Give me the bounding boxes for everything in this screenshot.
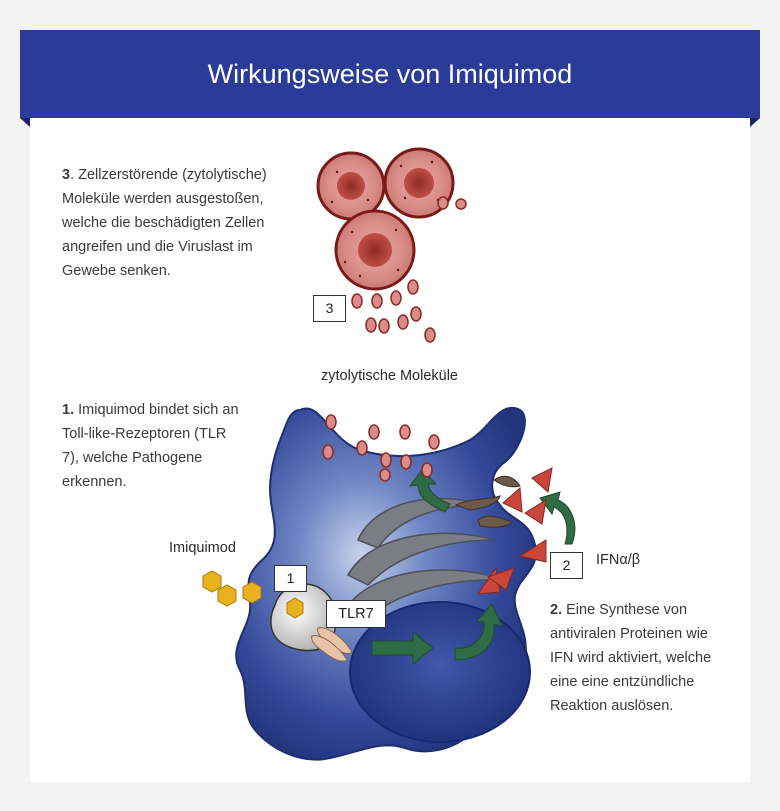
ifn-label: IFNα/β — [596, 552, 641, 568]
signal-arrows — [371, 469, 576, 666]
step-1-box: 1 — [274, 565, 307, 592]
imiquimod-label: Imiquimod — [169, 540, 236, 556]
imiquimod-hexagon-bound — [286, 597, 304, 619]
step-2-text: 2. Eine Synthese von antiviralen Protein… — [550, 598, 722, 718]
ifn-receptors — [454, 475, 521, 528]
molecules-label: zytolytische Moleküle — [321, 368, 458, 384]
step-1-number: 1. — [62, 402, 75, 418]
infected-cell — [334, 209, 416, 291]
tlr7-receptor — [311, 627, 353, 662]
tlr7-label: TLR7 — [326, 600, 386, 628]
step-3-box: 3 — [313, 295, 346, 322]
step-3-text: 3. Zellzerstörende (zytolytische) Molekü… — [62, 163, 294, 283]
title-banner — [20, 30, 760, 118]
banner-fold-right — [750, 118, 760, 127]
step-2-description: Eine Synthese von antiviralen Proteinen … — [550, 602, 712, 714]
imiquimod-molecules — [202, 570, 262, 607]
step-2-box: 2 — [550, 552, 583, 579]
step-2-number: 2. — [550, 602, 563, 618]
infected-cell — [383, 147, 455, 219]
step-1-text: 1. Imiquimod bindet sich an Toll-like-Re… — [62, 398, 242, 494]
step-3-number: 3 — [62, 167, 71, 183]
banner-fold-left — [20, 118, 30, 127]
step-1-description: Imiquimod bindet sich an Toll-like-Rezep… — [62, 402, 239, 490]
cytolytic-granules — [322, 196, 467, 482]
ifn-triangles — [476, 467, 553, 595]
step-3-description: . Zellzerstörende (zytolytische) Molekül… — [62, 167, 267, 279]
infected-cell — [316, 151, 386, 221]
infected-cells — [316, 147, 455, 291]
page-title: Wirkungsweise von Imiquimod — [207, 59, 573, 89]
